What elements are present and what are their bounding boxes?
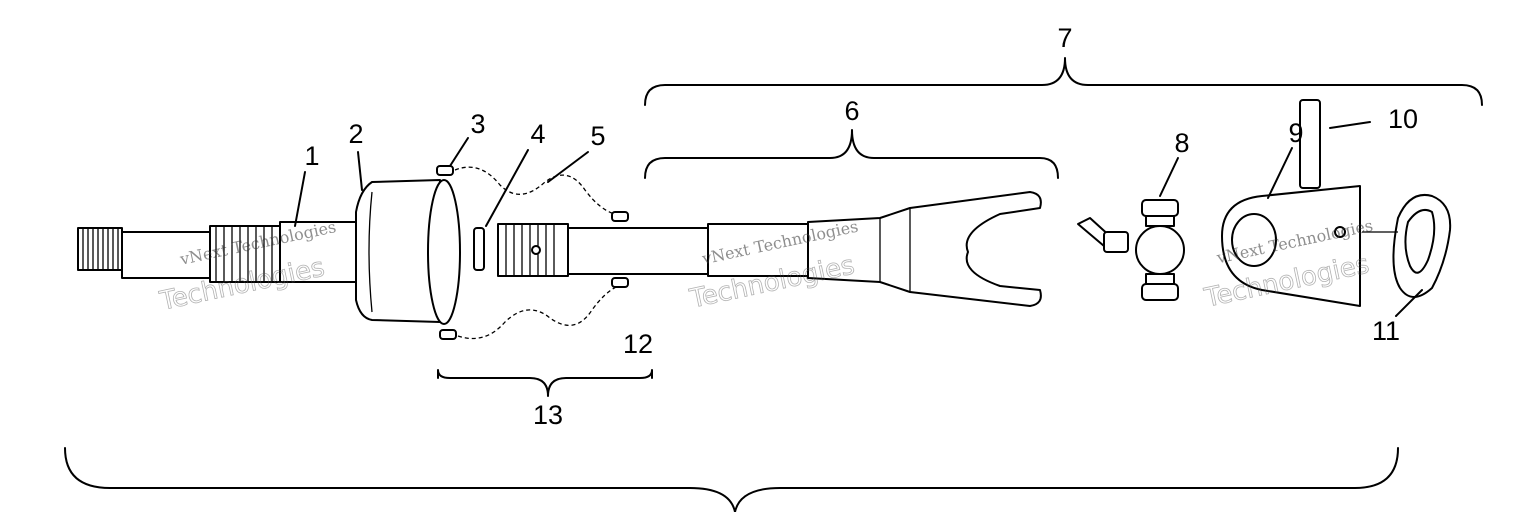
callout-11: 11 bbox=[1372, 316, 1400, 346]
callout-7: 7 bbox=[1057, 23, 1072, 53]
callout-4: 4 bbox=[530, 119, 545, 149]
part-8-cross-bearing bbox=[1077, 199, 1185, 301]
part-4-snap-ring bbox=[473, 227, 485, 271]
bracket-13 bbox=[437, 369, 653, 397]
leader-2 bbox=[357, 151, 363, 191]
leader-3 bbox=[449, 137, 469, 167]
callout-12: 12 bbox=[623, 329, 653, 359]
callout-13: 13 bbox=[533, 400, 563, 430]
leader-10 bbox=[1329, 121, 1371, 129]
part-12-clip-lower bbox=[611, 277, 629, 288]
part-12-clip bbox=[611, 211, 629, 222]
part-2-housing bbox=[355, 179, 461, 325]
part-6-shaft-yoke bbox=[497, 191, 1042, 307]
part-3-clip bbox=[436, 165, 454, 176]
callout-8: 8 bbox=[1174, 128, 1189, 158]
part-3-clip-lower bbox=[439, 329, 457, 340]
part-1-splined-shaft bbox=[77, 221, 357, 283]
leader-9 bbox=[1267, 147, 1293, 199]
callout-3: 3 bbox=[470, 109, 485, 139]
leader-5 bbox=[547, 151, 589, 183]
callout-9: 9 bbox=[1288, 118, 1303, 148]
leader-4 bbox=[485, 149, 529, 227]
bracket-6 bbox=[644, 129, 1059, 179]
leader-1 bbox=[294, 171, 306, 227]
part-5-boot-lower bbox=[457, 285, 619, 340]
leader-11 bbox=[1395, 289, 1423, 317]
callout-1: 1 bbox=[304, 141, 319, 171]
leader-8 bbox=[1159, 157, 1179, 197]
part-11-seal bbox=[1362, 194, 1452, 298]
part-5-boot bbox=[454, 166, 616, 215]
callout-2: 2 bbox=[348, 119, 363, 149]
callout-6: 6 bbox=[844, 96, 859, 126]
part-9-yoke-arm bbox=[1221, 185, 1361, 307]
callout-5: 5 bbox=[590, 121, 605, 151]
bracket-7 bbox=[644, 57, 1483, 106]
bracket-overall bbox=[64, 447, 1399, 512]
callout-10: 10 bbox=[1388, 104, 1418, 134]
part-10-pin bbox=[1299, 99, 1321, 189]
